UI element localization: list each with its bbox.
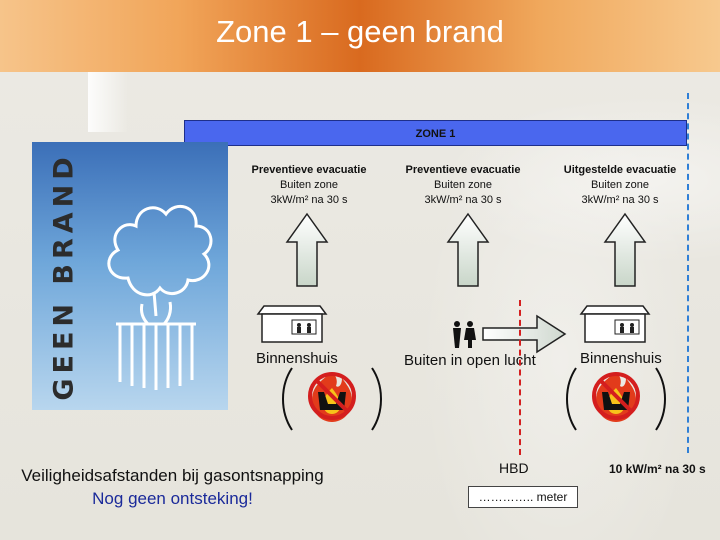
radiation-threshold-note: 10 kW/m² na 30 s xyxy=(609,462,706,476)
no-fire-icon xyxy=(282,367,382,431)
smoke-cloud-icon xyxy=(107,204,213,390)
hbd-boundary-line xyxy=(519,300,521,455)
location-left-label: Binnenshuis xyxy=(256,350,338,367)
column-1-line3: 3kW/m² na 30 s xyxy=(270,194,348,206)
column-label-1: Preventieve evacuatie Buiten zone 3kW/m²… xyxy=(232,163,386,208)
column-label-3: Uitgestelde evacuatie Buiten zone 3kW/m²… xyxy=(544,163,696,208)
zone-boundary-line xyxy=(687,93,693,453)
column-1-line1: Preventieve evacuatie xyxy=(251,164,367,176)
column-3-line2: Buiten zone xyxy=(590,179,650,191)
up-arrow-icon xyxy=(285,212,329,287)
meter-box: ………….. meter xyxy=(468,486,578,508)
up-arrow-icon xyxy=(446,212,490,287)
zone-bar-label: ZONE 1 xyxy=(415,128,456,140)
caption-line2: Nog geen ontsteking! xyxy=(92,489,253,508)
geen-brand-poster: GEEN BRAND xyxy=(32,142,228,410)
column-3-line1: Uitgestelde evacuatie xyxy=(563,164,677,176)
decorative-flame xyxy=(88,72,128,132)
column-1-line2: Buiten zone xyxy=(279,179,339,191)
people-icon xyxy=(453,321,476,348)
column-3-line3: 3kW/m² na 30 s xyxy=(581,194,659,206)
no-fire-icon xyxy=(566,367,666,431)
right-arrow-icon xyxy=(482,314,567,354)
poster-text: GEEN BRAND xyxy=(48,151,80,401)
column-2-line1: Preventieve evacuatie xyxy=(405,164,521,176)
page-title: Zone 1 – geen brand xyxy=(216,14,504,49)
column-2-line2: Buiten zone xyxy=(433,179,493,191)
column-label-2: Preventieve evacuatie Buiten zone 3kW/m²… xyxy=(386,163,540,208)
hbd-label: HBD xyxy=(499,460,529,476)
location-right-label: Binnenshuis xyxy=(580,350,662,367)
column-2-line3: 3kW/m² na 30 s xyxy=(424,194,502,206)
title-banner xyxy=(0,0,720,72)
zone-bar: ZONE 1 xyxy=(184,120,687,146)
up-arrow-icon xyxy=(603,212,647,287)
caption-line1: Veiligheidsafstanden bij gasontsnapping xyxy=(21,466,324,485)
poster-text-wrap: GEEN BRAND xyxy=(48,152,80,400)
location-center-label: Buiten in open lucht xyxy=(404,352,536,369)
house-icon xyxy=(256,305,328,343)
house-icon xyxy=(579,305,651,343)
